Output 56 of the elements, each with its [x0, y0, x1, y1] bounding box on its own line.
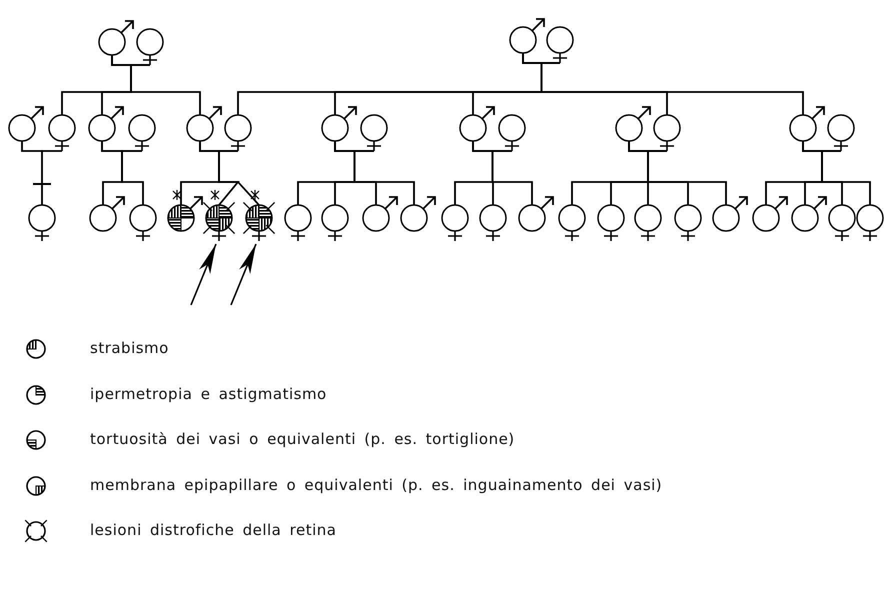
female-symbol [441, 204, 469, 242]
female-symbol [828, 204, 856, 242]
female-symbol [48, 114, 76, 152]
descent-line [647, 150, 727, 205]
affected-male-symbol [167, 189, 203, 232]
female-symbol [856, 204, 884, 242]
male-symbol [791, 196, 827, 232]
legend-text: tortuosità dei vasi o equivalenti (p. es. tortiglione) [90, 430, 515, 448]
legend-text: membrana epipapillare o equivalenti (p. es. inguainamento dei vasi) [90, 476, 662, 494]
proband-arrow [190, 244, 217, 306]
female-symbol [597, 204, 625, 242]
male-symbol [518, 196, 554, 232]
male-symbol [712, 196, 748, 232]
male-symbol [186, 106, 222, 142]
legend-text: ipermetropia e astigmatismo [90, 384, 327, 402]
female-symbol [360, 114, 388, 152]
female-symbol [321, 204, 349, 242]
descent-line [354, 150, 415, 205]
female-symbol [498, 114, 526, 152]
male-symbol [8, 106, 44, 142]
female-symbol [128, 114, 156, 152]
legend-text: lesioni distrofiche della retina [90, 521, 336, 539]
female-symbol [634, 204, 662, 242]
legend-text: strabismo [90, 339, 169, 357]
affected-female-symbol [242, 189, 276, 242]
female-symbol [546, 26, 574, 64]
male-symbol [89, 196, 125, 232]
female-symbol [479, 204, 507, 242]
female-symbol [827, 114, 855, 152]
male-symbol [459, 106, 495, 142]
female-symbol [674, 204, 702, 242]
female-symbol [284, 204, 312, 242]
female-symbol [558, 204, 586, 242]
descent-line [492, 150, 533, 205]
proband-arrow [230, 244, 257, 306]
descent-line [218, 150, 260, 206]
female-symbol [129, 204, 157, 242]
male-symbol [615, 106, 651, 142]
female-symbol [653, 114, 681, 152]
descent-line [41, 150, 63, 205]
descent-line [121, 150, 144, 205]
female-symbol [136, 28, 164, 66]
affected-female-symbol [202, 189, 236, 242]
male-symbol [509, 18, 545, 54]
male-symbol [88, 106, 124, 142]
male-symbol [400, 196, 436, 232]
descent-line [540, 62, 804, 115]
female-symbol [224, 114, 252, 152]
descent-line [130, 64, 201, 115]
male-symbol [752, 196, 788, 232]
male-symbol [98, 20, 134, 56]
descent-line [821, 150, 871, 205]
male-symbol [789, 106, 825, 142]
male-symbol [321, 106, 357, 142]
female-symbol [28, 204, 56, 242]
male-symbol [362, 196, 398, 232]
